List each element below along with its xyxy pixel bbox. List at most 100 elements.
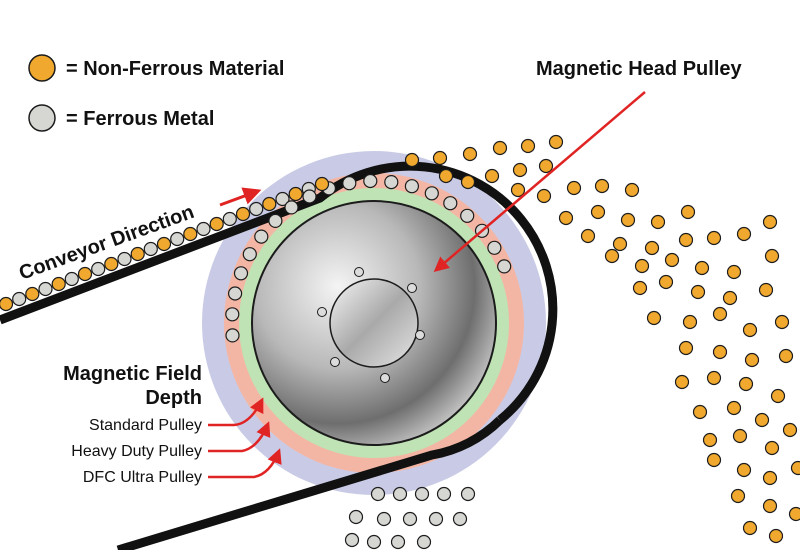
hub-bolt (354, 267, 364, 277)
ferrous-particle (436, 486, 452, 502)
non-ferrous-particle (432, 150, 448, 166)
head-pulley-label: Magnetic Head Pulley (536, 58, 742, 80)
ferrous-particle (460, 208, 475, 223)
ferrous-particle (363, 173, 378, 189)
non-ferrous-particle (620, 212, 636, 228)
non-ferrous-particle (235, 206, 251, 222)
non-ferrous-particle (744, 352, 760, 368)
ferrous-particle (38, 281, 53, 297)
non-ferrous-particle (580, 228, 596, 244)
ferrous-particle (384, 175, 399, 190)
ferrous-particle (275, 191, 290, 207)
non-ferrous-particle (738, 376, 754, 392)
ferrous-legend-label: = Ferrous Metal (66, 108, 214, 130)
non-ferrous-particle (758, 282, 774, 298)
non-ferrous-particle (694, 260, 710, 276)
head-pulley-arrow (433, 91, 646, 272)
ferrous-particle (497, 259, 512, 274)
non-ferrous-particle (782, 422, 798, 438)
non-ferrous-particle (664, 252, 680, 268)
non-ferrous-particle (742, 520, 758, 536)
ferrous-particle (487, 240, 502, 255)
non-ferrous-particle (650, 214, 666, 230)
non-ferrous-particle (484, 168, 500, 184)
ferrous-particles (12, 173, 512, 550)
ferrous-particle (228, 286, 243, 301)
ferrous-particle (268, 213, 283, 228)
non-ferrous-particle (590, 204, 606, 220)
non-ferrous-particle (404, 152, 420, 168)
non-ferrous-particle (762, 214, 778, 230)
non-ferrous-particle (25, 286, 40, 302)
ferrous-particle (416, 534, 432, 550)
ferrous-particle (64, 271, 79, 287)
ferrous-particle (344, 532, 360, 548)
non-ferrous-particle (788, 506, 800, 522)
non-ferrous-particle (262, 196, 277, 212)
non-ferrous-particle (764, 440, 780, 456)
hub-bolts (317, 267, 425, 383)
non-ferrous-particle (520, 138, 536, 154)
hub-bolt (415, 330, 425, 340)
hub-bolt (330, 357, 340, 367)
ferrous-particle (342, 176, 357, 191)
non-ferrous-particle (104, 256, 119, 272)
heavy-duty-pulley-label: Heavy Duty Pulley (71, 443, 202, 460)
field-depth-title-line1: Magnetic Field (63, 363, 202, 385)
non-ferrous-particle (462, 146, 478, 162)
non-ferrous-particle (604, 248, 620, 264)
ferrous-particle (249, 201, 264, 217)
non-ferrous-particle (566, 180, 582, 196)
ferrous-particle (170, 231, 185, 247)
non-ferrous-particle (722, 290, 738, 306)
non-ferrous-legend-swatch (28, 54, 56, 82)
non-ferrous-particle (764, 248, 780, 264)
non-ferrous-particle (732, 428, 748, 444)
non-ferrous-particle (288, 186, 303, 202)
non-ferrous-particle (736, 226, 752, 242)
hub-bolt (407, 283, 417, 293)
ferrous-particle (366, 534, 382, 550)
non-ferrous-particle (790, 460, 800, 476)
non-ferrous-particle (706, 452, 722, 468)
non-ferrous-particle (209, 216, 224, 232)
non-ferrous-particle (594, 178, 610, 194)
non-ferrous-particle (690, 284, 706, 300)
non-ferrous-particle (644, 240, 660, 256)
non-ferrous-particle (770, 388, 786, 404)
non-ferrous-particle (692, 404, 708, 420)
non-ferrous-particle (512, 162, 528, 178)
non-ferrous-particle (632, 280, 648, 296)
ferrous-particle (390, 534, 406, 550)
dfc-ultra-pulley-arrow (208, 448, 282, 479)
non-ferrous-particle (51, 276, 66, 292)
non-ferrous-particles (0, 134, 800, 544)
ferrous-particle (424, 186, 439, 201)
non-ferrous-particle (706, 370, 722, 386)
hub-bolt (380, 373, 390, 383)
non-ferrous-particle (646, 310, 662, 326)
non-ferrous-particle (130, 246, 145, 262)
conveyor-direction-arrow (219, 187, 262, 207)
ferrous-particle (376, 511, 392, 527)
conveyor-belt-lower (116, 416, 504, 550)
ferrous-particle (404, 179, 419, 194)
non-ferrous-particle (682, 314, 698, 330)
non-ferrous-particle (736, 462, 752, 478)
non-ferrous-particle (774, 314, 790, 330)
conveyor-belt-upper (0, 161, 558, 424)
field-depth-title-line2: Depth (145, 387, 202, 409)
non-ferrous-particle (548, 134, 564, 150)
non-ferrous-particle (538, 158, 554, 174)
non-ferrous-particle (706, 230, 722, 246)
ferrous-particle (91, 261, 106, 277)
non-ferrous-particle (702, 432, 718, 448)
non-ferrous-particle (762, 470, 778, 486)
non-ferrous-particle (680, 204, 696, 220)
standard-pulley-arrow (208, 397, 264, 427)
non-ferrous-legend-label: = Non-Ferrous Material (66, 58, 284, 80)
non-ferrous-particle (0, 296, 14, 312)
ferrous-legend-swatch (28, 104, 56, 132)
ferrous-particle (428, 511, 444, 527)
